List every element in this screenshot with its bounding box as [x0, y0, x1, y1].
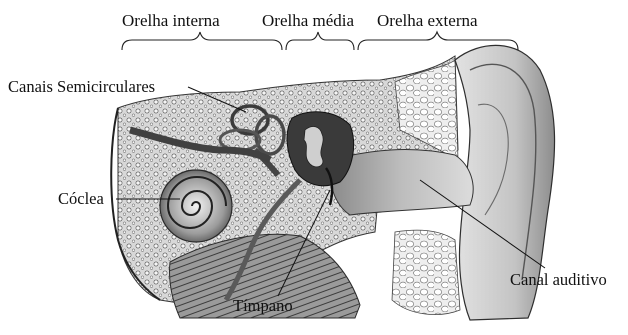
cochlea-label: Cóclea [58, 189, 104, 208]
ear-illustration [111, 45, 554, 320]
cochlea-drawing [160, 170, 232, 242]
eardrum-label: Tímpano [233, 296, 293, 315]
middle-ear-header: Orelha média [262, 11, 354, 30]
middle-ear-brace [286, 32, 354, 50]
ear-canal-label: Canal auditivo [510, 270, 607, 289]
fat-tissue-lower [392, 230, 460, 315]
inner-ear-brace [122, 32, 282, 50]
inner-ear-header: Orelha interna [122, 11, 220, 30]
semicircular-canals-label: Canais Semicirculares [8, 77, 155, 96]
outer-ear-header: Orelha externa [377, 11, 478, 30]
section-braces [122, 32, 518, 50]
